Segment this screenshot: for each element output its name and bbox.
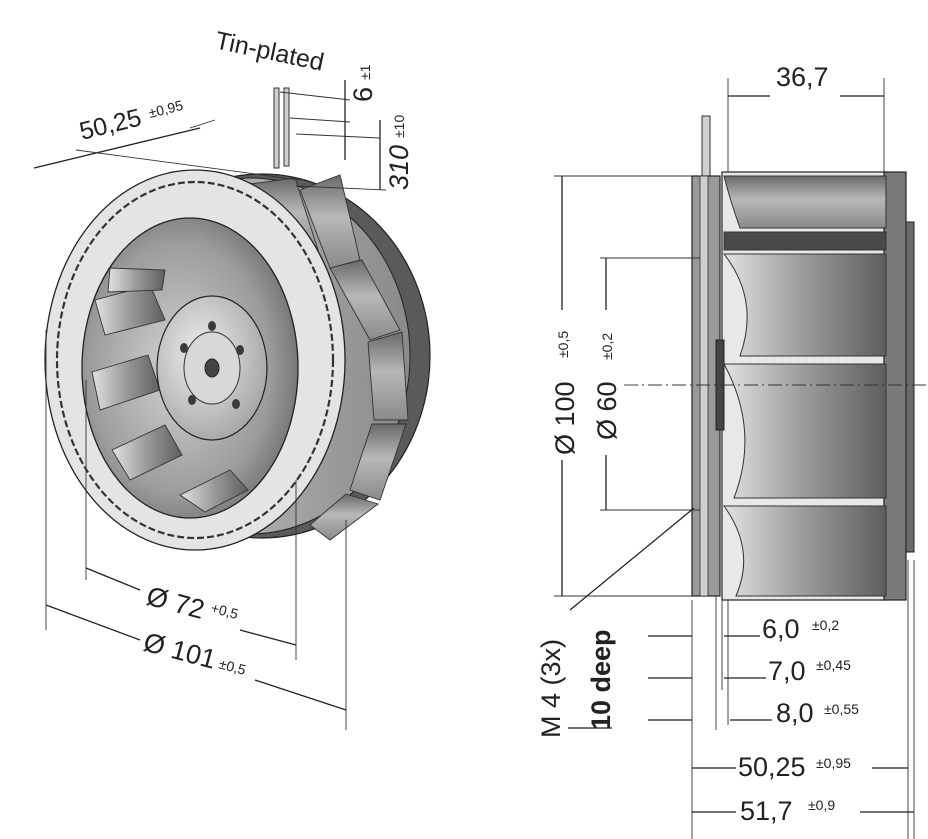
label-thread-depth: 10 deep <box>586 629 616 730</box>
label-side-diameter-60-tol: ±0,2 <box>599 333 615 360</box>
label-dim-5025: 50,25 <box>738 752 806 782</box>
fan-cable-leads <box>273 87 290 169</box>
fan-front-flange-dashes <box>55 180 335 540</box>
isometric-fan-view <box>44 87 431 551</box>
label-cable-length-tol: ±10 <box>391 115 407 138</box>
side-dimension-text: 36,7 Ø 100 ±0,5 Ø 60 ±0,2 M 4 (3x) 10 de… <box>536 62 859 826</box>
label-side-diameter-100: Ø 100 <box>550 381 580 455</box>
label-dim-517: 51,7 <box>740 796 793 826</box>
label-thread: M 4 (3x) <box>536 639 566 738</box>
label-dim-5025-tol: ±0,95 <box>816 755 851 771</box>
side-dimension-lines <box>554 78 915 839</box>
side-back-ring <box>883 171 907 601</box>
iso-dimension-lines <box>33 80 387 730</box>
fan-hub-shaft <box>204 358 220 378</box>
side-blades <box>722 175 887 597</box>
label-dim-8: 8,0 <box>776 698 814 728</box>
label-dim-8-tol: ±0,55 <box>824 701 859 717</box>
fan-inner-blades <box>91 267 249 513</box>
label-dim-517-tol: ±0,9 <box>808 797 835 813</box>
label-iso-height-tol: ±0,95 <box>147 97 185 121</box>
label-dim-7-tol: ±0,45 <box>816 657 851 673</box>
side-cable-lead <box>701 115 711 177</box>
label-cable-length: 310 <box>384 145 414 190</box>
label-inlet-diameter-tol: +0,5 <box>209 599 240 622</box>
label-dim-6: 6,0 <box>762 614 800 644</box>
label-outer-diameter-tol: ±0,5 <box>217 655 248 678</box>
label-side-diameter-100-tol: ±0,5 <box>555 331 571 358</box>
label-cable-lead-tol: ±1 <box>357 64 373 80</box>
label-dim-6-tol: ±0,2 <box>812 617 839 633</box>
label-iso-height: 50,25 <box>77 104 144 146</box>
side-fan-view <box>691 115 915 601</box>
label-tin-plated: Tin-plated <box>213 26 327 76</box>
label-outer-diameter: Ø 101 <box>140 627 219 675</box>
fan-hub-bolt-holes <box>180 321 244 409</box>
label-inlet-diameter: Ø 72 <box>143 581 207 625</box>
label-cable-lead-length: 6 <box>348 87 378 102</box>
label-side-diameter-60: Ø 60 <box>592 381 622 440</box>
label-side-top-width: 36,7 <box>776 62 829 92</box>
label-dim-7: 7,0 <box>768 656 806 686</box>
